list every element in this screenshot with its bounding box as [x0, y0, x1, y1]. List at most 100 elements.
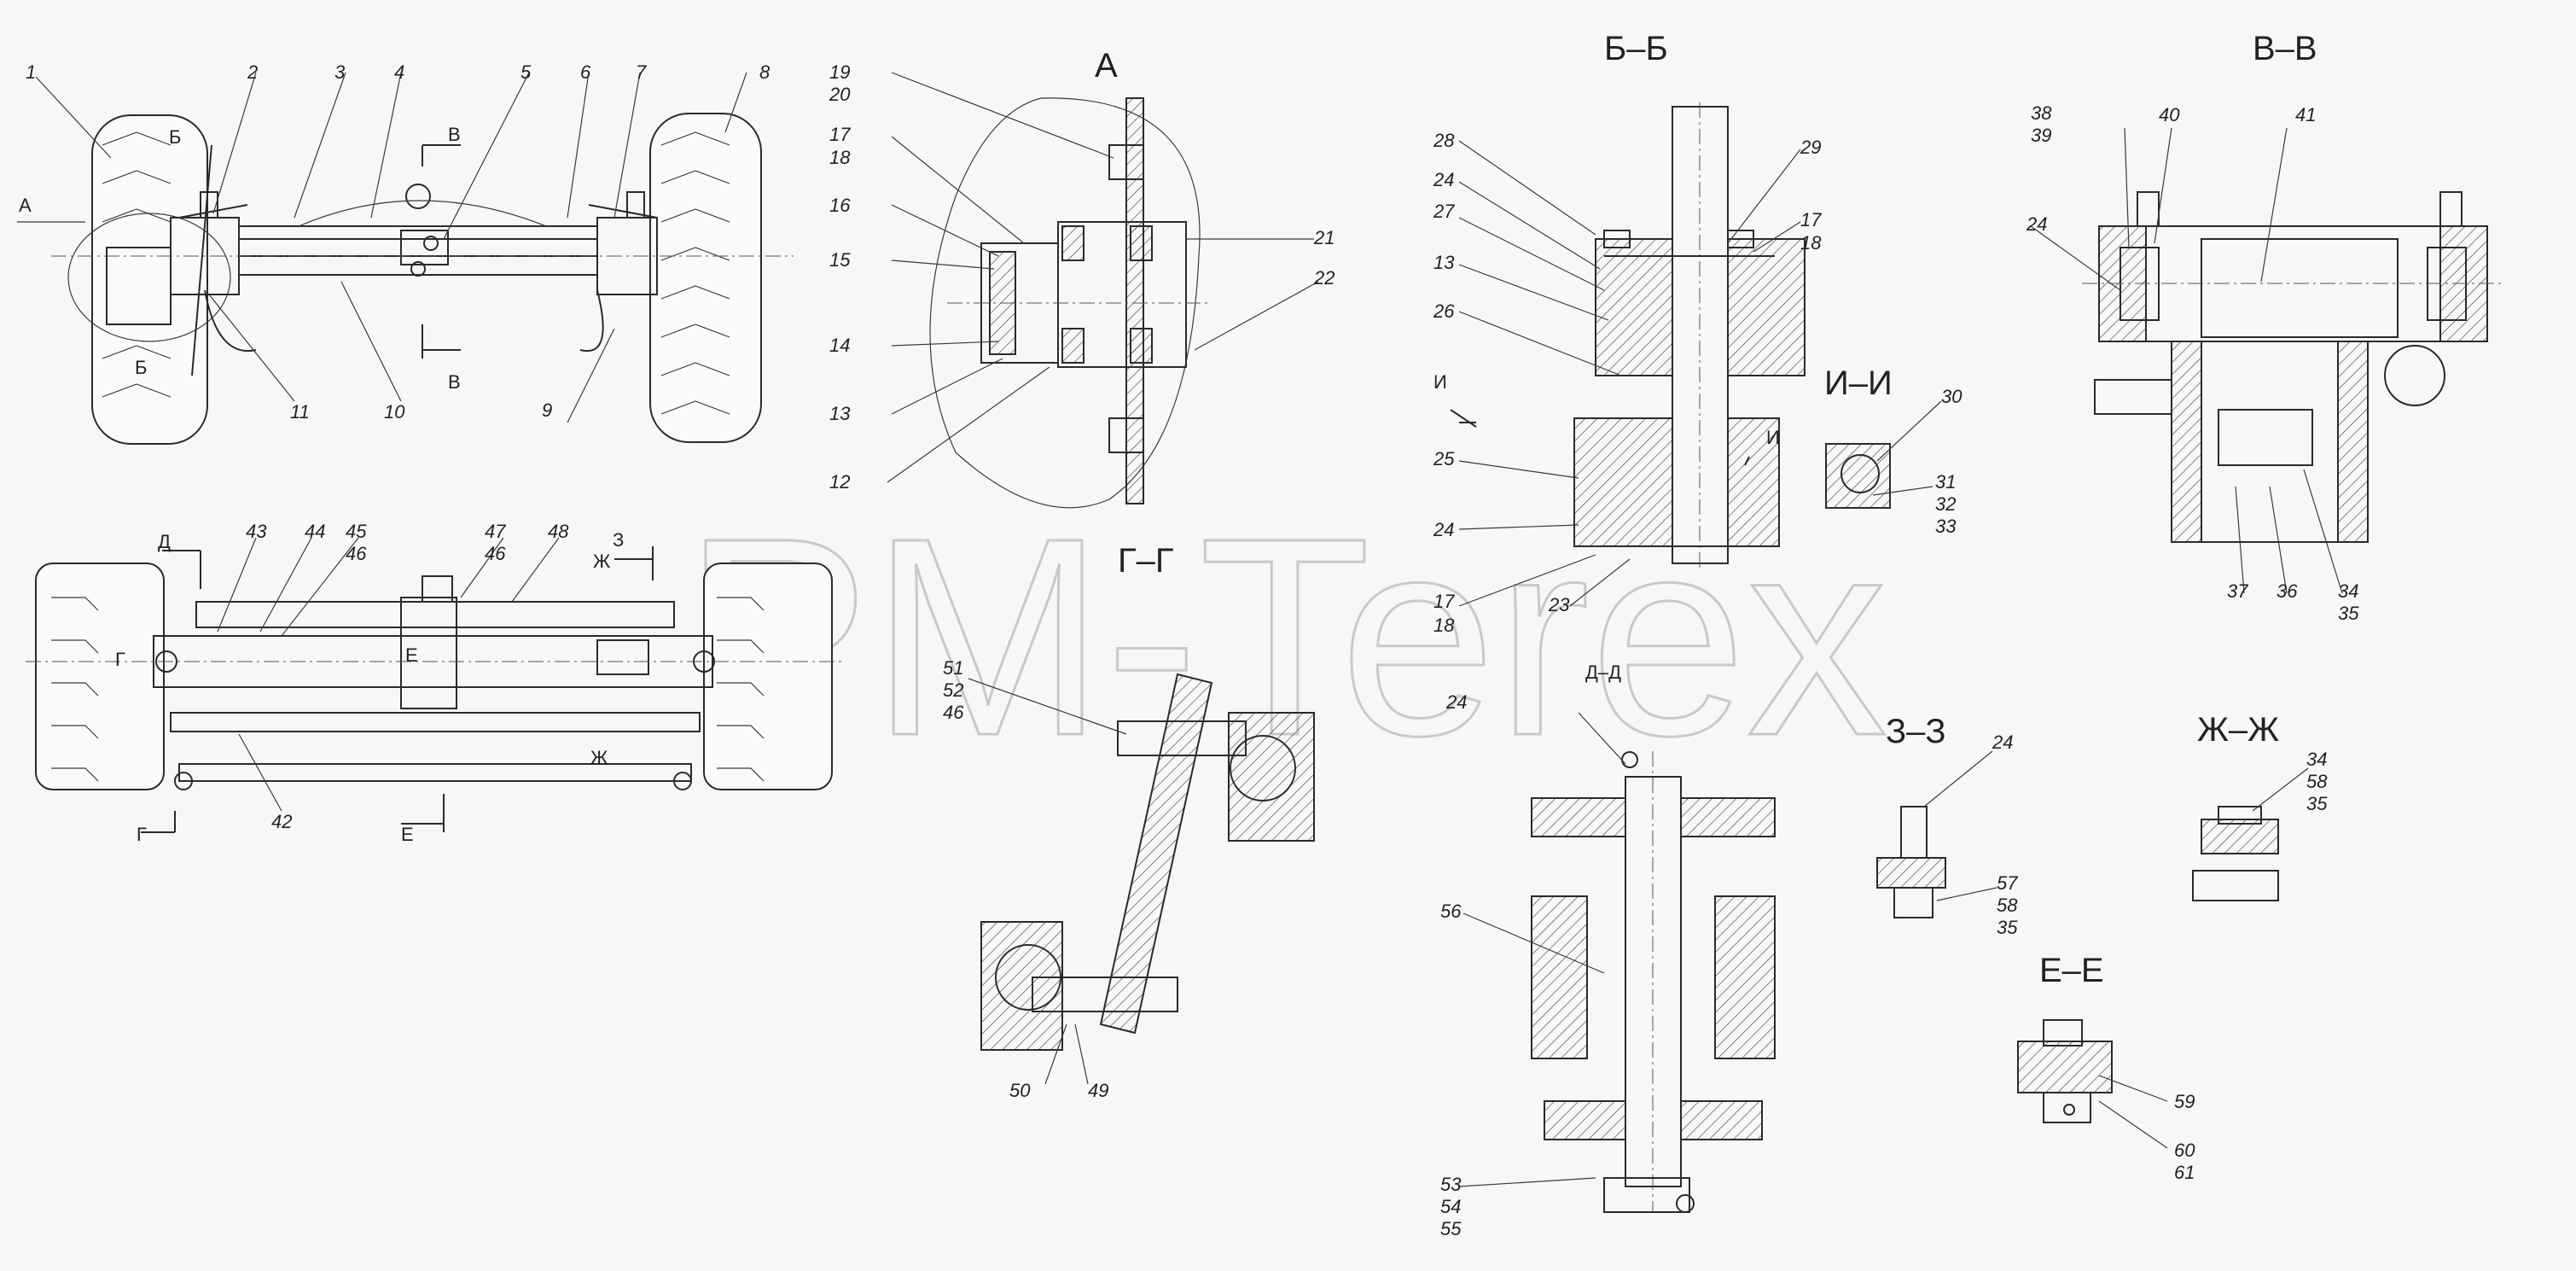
callout-34b: 34: [2306, 749, 2327, 770]
callout-49: 49: [1088, 1080, 1108, 1101]
callout-24c: 24: [2026, 213, 2047, 235]
front-axle-top-view: В В Б Б А: [17, 72, 794, 445]
callout-43: 43: [246, 521, 267, 542]
callout-46a: 46: [346, 543, 367, 564]
callout-59: 59: [2174, 1091, 2195, 1112]
cut-mark-i-right: И: [1766, 427, 1780, 448]
callout-56: 56: [1440, 901, 1462, 922]
callout-36: 36: [2277, 580, 2298, 602]
callout-15: 15: [829, 249, 851, 271]
callout-51: 51: [943, 657, 963, 679]
view-zhzh-section: [2192, 767, 2309, 901]
right-wheel: [649, 113, 762, 443]
left-wheel-lower: [35, 563, 165, 790]
callout-33: 33: [1935, 516, 1957, 537]
callout-7: 7: [636, 61, 647, 83]
callout-35a: 35: [2338, 603, 2359, 624]
callout-34a: 34: [2338, 580, 2358, 602]
callout-12: 12: [829, 471, 850, 493]
view-title-zhzh: Ж–Ж: [2197, 711, 2279, 749]
callout-39: 39: [2031, 125, 2051, 146]
callout-25: 25: [1433, 448, 1455, 469]
callout-28: 28: [1433, 130, 1455, 151]
callout-53: 53: [1440, 1174, 1462, 1195]
callout-2: 2: [247, 61, 258, 83]
view-ee-section: [2017, 1019, 2168, 1149]
callout-37: 37: [2227, 580, 2248, 602]
callout-4: 4: [394, 61, 404, 83]
view-title-dd: Д–Д: [1585, 662, 1621, 683]
callout-48: 48: [548, 521, 569, 542]
view-title-bb: Б–Б: [1604, 30, 1668, 67]
cut-mark-zh-bottom: Ж: [590, 747, 608, 768]
view-dd-pin: [1458, 712, 1776, 1213]
callout-35b: 35: [1997, 917, 2018, 938]
callout-22: 22: [1313, 267, 1335, 289]
right-wheel-lower: [703, 563, 833, 790]
callout-26: 26: [1433, 300, 1455, 322]
callout-13b: 13: [1433, 252, 1455, 273]
callout-57: 57: [1997, 872, 2018, 894]
callout-40: 40: [2159, 104, 2180, 125]
callout-42: 42: [271, 811, 292, 832]
cut-mark-b-bottom: Б: [135, 357, 147, 378]
view-title-gg: Г–Г: [1118, 542, 1174, 580]
callout-55: 55: [1440, 1218, 1462, 1239]
left-wheel: [91, 114, 208, 445]
cut-mark-e-mid: Е: [405, 644, 418, 666]
callout-41: 41: [2295, 104, 2316, 125]
callout-17a: 17: [829, 124, 851, 145]
cut-mark-a: А: [19, 195, 32, 216]
callout-18b: 18: [1800, 232, 1822, 254]
callout-1: 1: [26, 61, 36, 83]
view-title-a: А: [1095, 47, 1118, 85]
callout-21: 21: [1313, 227, 1335, 248]
cut-mark-g-left: Г: [115, 649, 125, 670]
view-title-zz: З–З: [1886, 713, 1946, 750]
view-vv-section: [2030, 127, 2504, 594]
callout-46b: 46: [485, 543, 506, 564]
cut-mark-v-top: В: [448, 124, 461, 145]
view-title-ii: И–И: [1824, 364, 1893, 402]
callout-23: 23: [1548, 594, 1570, 615]
callout-30: 30: [1941, 386, 1963, 407]
view-title-vv: В–В: [2253, 30, 2317, 67]
view-a-hub-detail: [887, 72, 1319, 509]
callout-18a: 18: [829, 147, 851, 168]
callout-47: 47: [485, 521, 506, 542]
callout-6: 6: [580, 61, 591, 83]
callout-60: 60: [2174, 1140, 2195, 1161]
cut-mark-i-left: И: [1433, 371, 1447, 393]
cut-mark-d: Д: [158, 531, 171, 552]
steering-linkage-bottom-view: Д Г Г Е Е З Ж Ж: [26, 529, 845, 845]
callout-19: 19: [829, 61, 850, 83]
callout-24a: 24: [1433, 169, 1454, 190]
callout-10: 10: [384, 401, 405, 423]
view-ii-section: [1825, 400, 1942, 509]
callout-27: 27: [1433, 201, 1455, 222]
cut-mark-b-top: Б: [169, 126, 181, 148]
view-zz-section: [1876, 750, 1997, 918]
callout-58a: 58: [1997, 895, 2018, 916]
callout-8: 8: [759, 61, 770, 83]
cut-mark-z: З: [613, 529, 624, 551]
callout-3: 3: [334, 61, 346, 83]
view-gg-tierod: [968, 673, 1315, 1085]
callout-44: 44: [305, 521, 325, 542]
callout-45: 45: [346, 521, 367, 542]
cut-mark-e-bottom: Е: [401, 824, 414, 845]
callout-17b: 17: [1800, 209, 1822, 230]
view-title-ee: Е–Е: [2039, 952, 2104, 989]
callout-14: 14: [829, 335, 850, 356]
cut-mark-g-bottom: Г: [137, 824, 147, 845]
callout-32: 32: [1935, 493, 1956, 515]
callout-24b: 24: [1433, 519, 1454, 540]
callout-35c: 35: [2306, 793, 2328, 814]
callout-24d: 24: [1445, 691, 1467, 713]
callout-58b: 58: [2306, 771, 2328, 792]
callout-54: 54: [1440, 1196, 1461, 1217]
callout-24e: 24: [1992, 732, 2013, 753]
view-bb-kingpin: И И: [1433, 102, 1806, 607]
